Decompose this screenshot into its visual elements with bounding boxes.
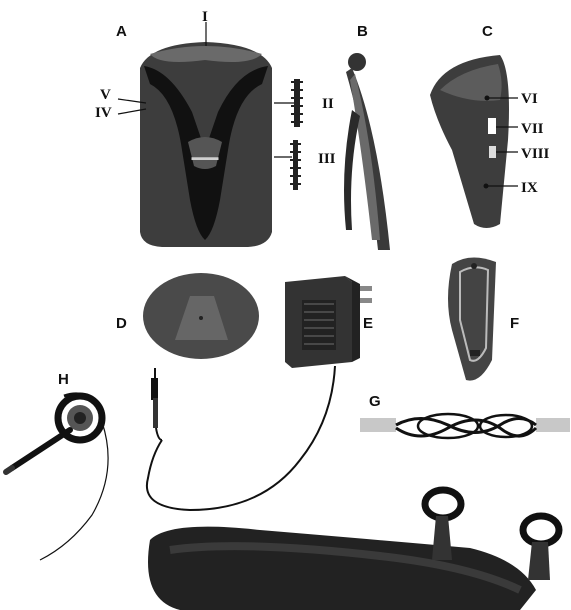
label-f: F <box>510 315 519 332</box>
label-d: D <box>116 315 127 332</box>
callout-iv: IV <box>95 105 112 121</box>
callout-vii: VII <box>521 121 544 137</box>
headset-c <box>430 55 518 228</box>
callout-ix: IX <box>521 180 538 196</box>
callout-iii: III <box>318 151 336 167</box>
port-strip-iii <box>290 140 301 190</box>
label-g: G <box>369 393 381 410</box>
svg-text:▬▬▬: ▬▬▬ <box>192 152 219 162</box>
callout-vi: VI <box>521 91 538 107</box>
callout-i: I <box>202 9 208 25</box>
label-e: E <box>363 315 373 332</box>
earhook-headset-h <box>6 394 108 560</box>
callout-v: V <box>100 87 111 103</box>
label-c: C <box>482 23 493 40</box>
cable-g <box>360 414 570 438</box>
headset-clip-b <box>344 53 390 250</box>
callout-viii: VIII <box>521 146 550 162</box>
battery-f <box>448 257 496 380</box>
label-b: B <box>357 23 368 40</box>
label-h: H <box>58 371 69 388</box>
base-unit-a: ▬▬▬ <box>118 22 303 247</box>
callout-ii: II <box>322 96 334 112</box>
charger-stand-d <box>143 273 259 359</box>
label-a: A <box>116 23 127 40</box>
